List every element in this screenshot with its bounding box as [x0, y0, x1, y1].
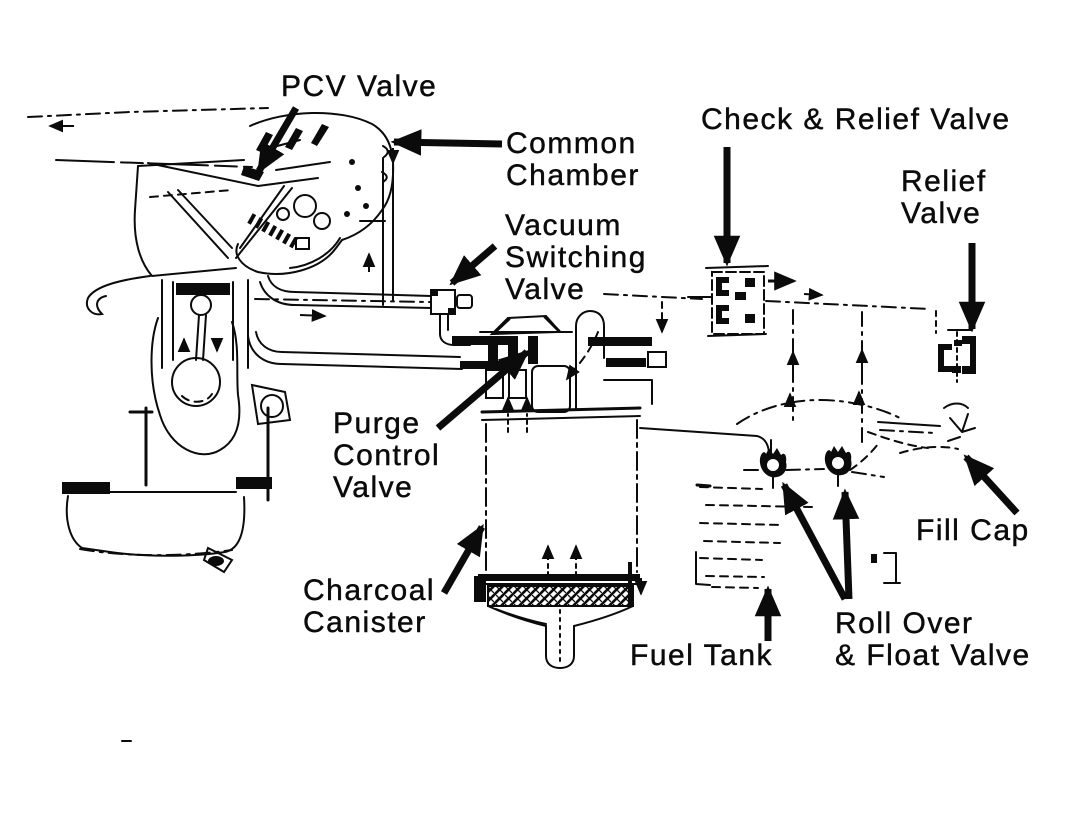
label-common-chamber: Common Chamber [506, 127, 640, 192]
common-chamber-drawing [235, 112, 400, 306]
rollover-float-valves-drawing [759, 439, 852, 489]
vapor-lines [603, 271, 937, 443]
label-roll-over-float-valve: Roll Over & Float Valve [835, 607, 1031, 672]
label-charcoal-canister: Charcoal Canister [303, 574, 436, 639]
vacuum-switching-valve-callout-arrow [449, 243, 498, 286]
charcoal-canister-callout-arrow [440, 523, 486, 595]
rollover-valve-callout-arrow-left [780, 481, 849, 601]
check-and-relief-valve-drawing [687, 265, 769, 337]
fill-cap-drawing [736, 399, 976, 471]
charcoal-canister-drawing [474, 406, 648, 670]
rollover-valve-callout-arrow-right [832, 488, 860, 600]
pcv-valve-callout-arrow [255, 106, 300, 175]
engine-illustration [27, 107, 331, 742]
common-chamber-callout-arrow [390, 129, 503, 156]
label-fill-cap: Fill Cap [916, 514, 1030, 547]
vacuum-hose-lines [247, 275, 463, 370]
label-vacuum-switching-valve: Vacuum Switching Valve [505, 209, 647, 306]
purge-control-valve-callout-arrow [435, 349, 530, 431]
relief-valve-drawing [938, 329, 976, 383]
label-check-and-relief-valve: Check & Relief Valve [701, 103, 1011, 136]
label-fuel-tank: Fuel Tank [630, 639, 774, 672]
label-relief-valve: Relief Valve [901, 165, 987, 230]
purge-control-valve-drawing [452, 309, 667, 433]
fill-cap-callout-arrow [963, 454, 1020, 516]
label-purge-control-valve: Purge Control Valve [333, 407, 441, 504]
callout-arrows [255, 106, 1020, 641]
label-pcv-valve: PCV Valve [281, 70, 438, 103]
